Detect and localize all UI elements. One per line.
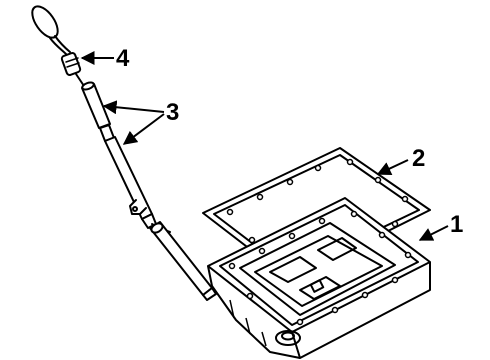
callout-4: 4 <box>80 45 130 72</box>
callout-arrow-2 <box>376 159 409 176</box>
oil-pan <box>207 197 431 359</box>
dipstick <box>31 5 85 87</box>
callout-label-2: 2 <box>412 145 425 172</box>
drain-plug <box>275 330 301 346</box>
dipstick-loop-handle <box>31 5 59 39</box>
callout-label-4: 4 <box>116 45 130 72</box>
callout-arrow-3a <box>102 100 165 115</box>
callout-label-1: 1 <box>450 211 463 238</box>
pan-bolt-holes <box>228 210 412 326</box>
callout-label-3: 3 <box>166 99 179 126</box>
callout-arrow-1 <box>418 225 449 241</box>
callout-3: 3 <box>102 99 179 145</box>
dipstick-tube <box>81 81 217 301</box>
pan-magnet <box>309 279 325 293</box>
callout-1: 1 <box>418 211 463 241</box>
callout-2: 2 <box>376 145 425 176</box>
callout-arrow-3b <box>122 113 165 145</box>
